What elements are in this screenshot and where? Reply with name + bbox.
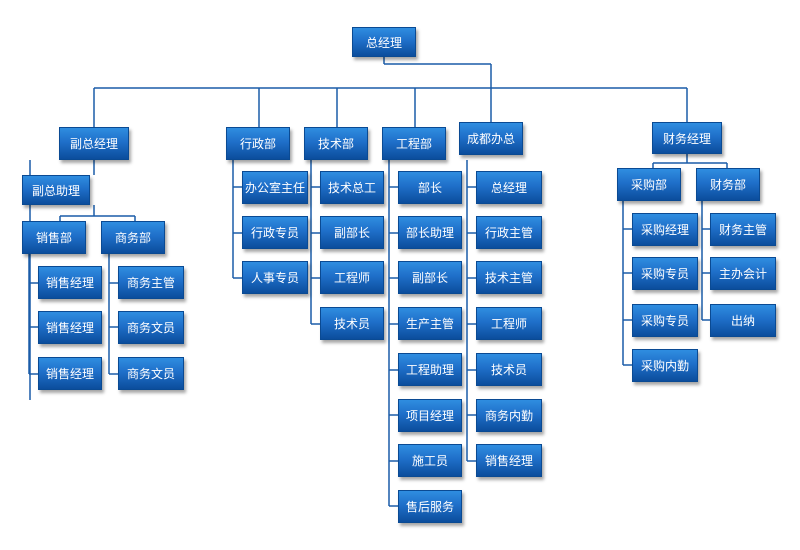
node-root: 总经理	[352, 27, 416, 57]
node-eng-staff: 部长	[398, 171, 462, 204]
node-purchase-staff: 采购内勤	[632, 349, 698, 382]
node-eng-staff: 生产主管	[398, 307, 462, 340]
node-finance-staff: 财务主管	[710, 213, 776, 246]
node-finance-dept: 财务部	[696, 168, 760, 201]
node-sales-staff: 销售经理	[38, 311, 102, 344]
node-biz-staff: 商务主管	[118, 266, 184, 299]
node-biz-dept: 商务部	[101, 221, 165, 254]
node-eng-staff: 工程助理	[398, 353, 462, 386]
node-purchase-staff: 采购专员	[632, 257, 698, 290]
node-tech-staff: 工程师	[320, 261, 384, 294]
node-admin-dept: 行政部	[226, 127, 290, 160]
node-cd-staff: 商务内勤	[476, 399, 542, 432]
node-tech-dept: 技术部	[304, 127, 368, 160]
node-tech-staff: 副部长	[320, 216, 384, 249]
node-cd-staff: 销售经理	[476, 444, 542, 477]
node-sales-dept: 销售部	[22, 221, 86, 254]
node-admin-staff: 行政专员	[242, 216, 308, 249]
node-cd-staff: 技术主管	[476, 261, 542, 294]
node-eng-staff: 项目经理	[398, 399, 462, 432]
node-cd-office: 成都办总	[459, 122, 523, 155]
node-sales-staff: 销售经理	[38, 357, 102, 390]
node-finance-mgr: 财务经理	[652, 122, 722, 154]
node-cd-staff: 工程师	[476, 307, 542, 340]
node-cd-staff: 行政主管	[476, 216, 542, 249]
node-biz-staff: 商务文员	[118, 311, 184, 344]
node-cd-staff: 总经理	[476, 171, 542, 204]
node-eng-staff: 部长助理	[398, 216, 462, 249]
node-tech-staff: 技术总工	[320, 171, 384, 204]
node-eng-staff: 副部长	[398, 261, 462, 294]
node-eng-staff: 售后服务	[398, 490, 462, 523]
node-purchase-dept: 采购部	[617, 168, 681, 201]
node-cd-staff: 技术员	[476, 353, 542, 386]
node-finance-staff: 出纳	[710, 304, 776, 337]
node-vice-gm: 副总经理	[59, 127, 129, 160]
node-eng-dept: 工程部	[382, 127, 446, 160]
node-sales-staff: 销售经理	[38, 266, 102, 299]
node-purchase-staff: 采购经理	[632, 213, 698, 246]
node-finance-staff: 主办会计	[710, 257, 776, 290]
node-tech-staff: 技术员	[320, 307, 384, 340]
node-vice-assistant: 副总助理	[22, 175, 90, 205]
node-admin-staff: 人事专员	[242, 261, 308, 294]
node-biz-staff: 商务文员	[118, 357, 184, 390]
node-admin-staff: 办公室主任	[242, 171, 308, 204]
node-purchase-staff: 采购专员	[632, 304, 698, 337]
node-eng-staff: 施工员	[398, 444, 462, 477]
